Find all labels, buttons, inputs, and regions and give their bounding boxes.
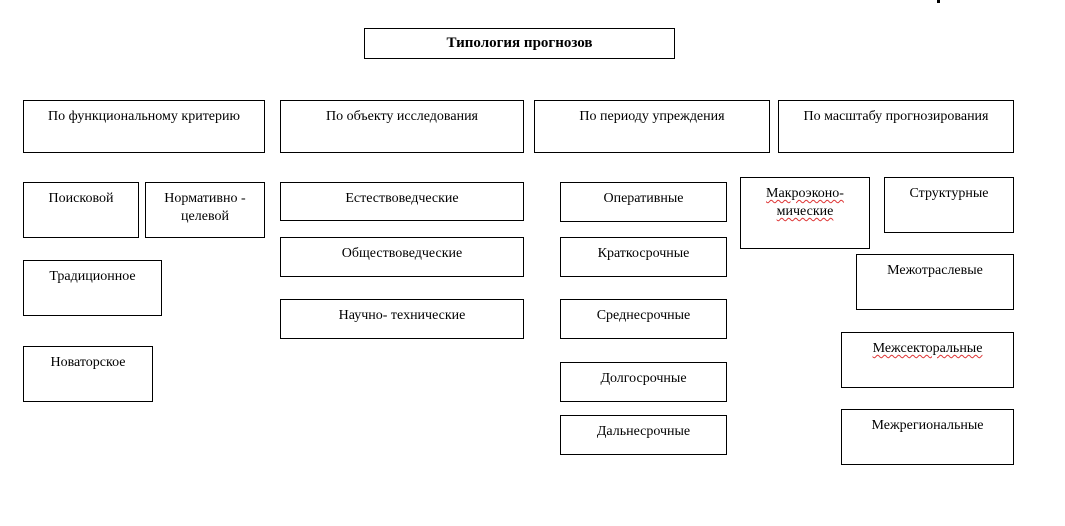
page-mark	[937, 0, 940, 3]
item-natural: Естествоведческие	[280, 182, 524, 221]
item-interregional: Межрегиональные	[841, 409, 1014, 465]
item-short: Краткосрочные	[560, 237, 727, 277]
item-scitech: Научно- технические	[280, 299, 524, 339]
item-normative: Нормативно - целевой	[145, 182, 265, 238]
item-macro-label: Макроэконо-мические	[766, 186, 844, 219]
item-search: Поисковой	[23, 182, 139, 238]
header-object: По объекту исследования	[280, 100, 524, 153]
item-macro: Макроэконо-мические	[740, 177, 870, 249]
header-scale: По масштабу прогнозирования	[778, 100, 1014, 153]
item-medium: Среднесрочные	[560, 299, 727, 339]
item-intersectoral-branch: Межотраслевые	[856, 254, 1014, 310]
header-period: По периоду упреждения	[534, 100, 770, 153]
item-innovative: Новаторское	[23, 346, 153, 402]
item-operative: Оперативные	[560, 182, 727, 222]
item-intersectoral: Межсекторальные	[841, 332, 1014, 388]
diagram-title: Типология прогнозов	[364, 28, 675, 59]
item-traditional: Традиционное	[23, 260, 162, 316]
item-far: Дальнесрочные	[560, 415, 727, 455]
item-long: Долгосрочные	[560, 362, 727, 402]
header-functional: По функциональному критерию	[23, 100, 265, 153]
item-intersectoral-label: Межсекторальные	[872, 341, 983, 356]
item-social: Обществоведческие	[280, 237, 524, 277]
item-structural: Структурные	[884, 177, 1014, 233]
